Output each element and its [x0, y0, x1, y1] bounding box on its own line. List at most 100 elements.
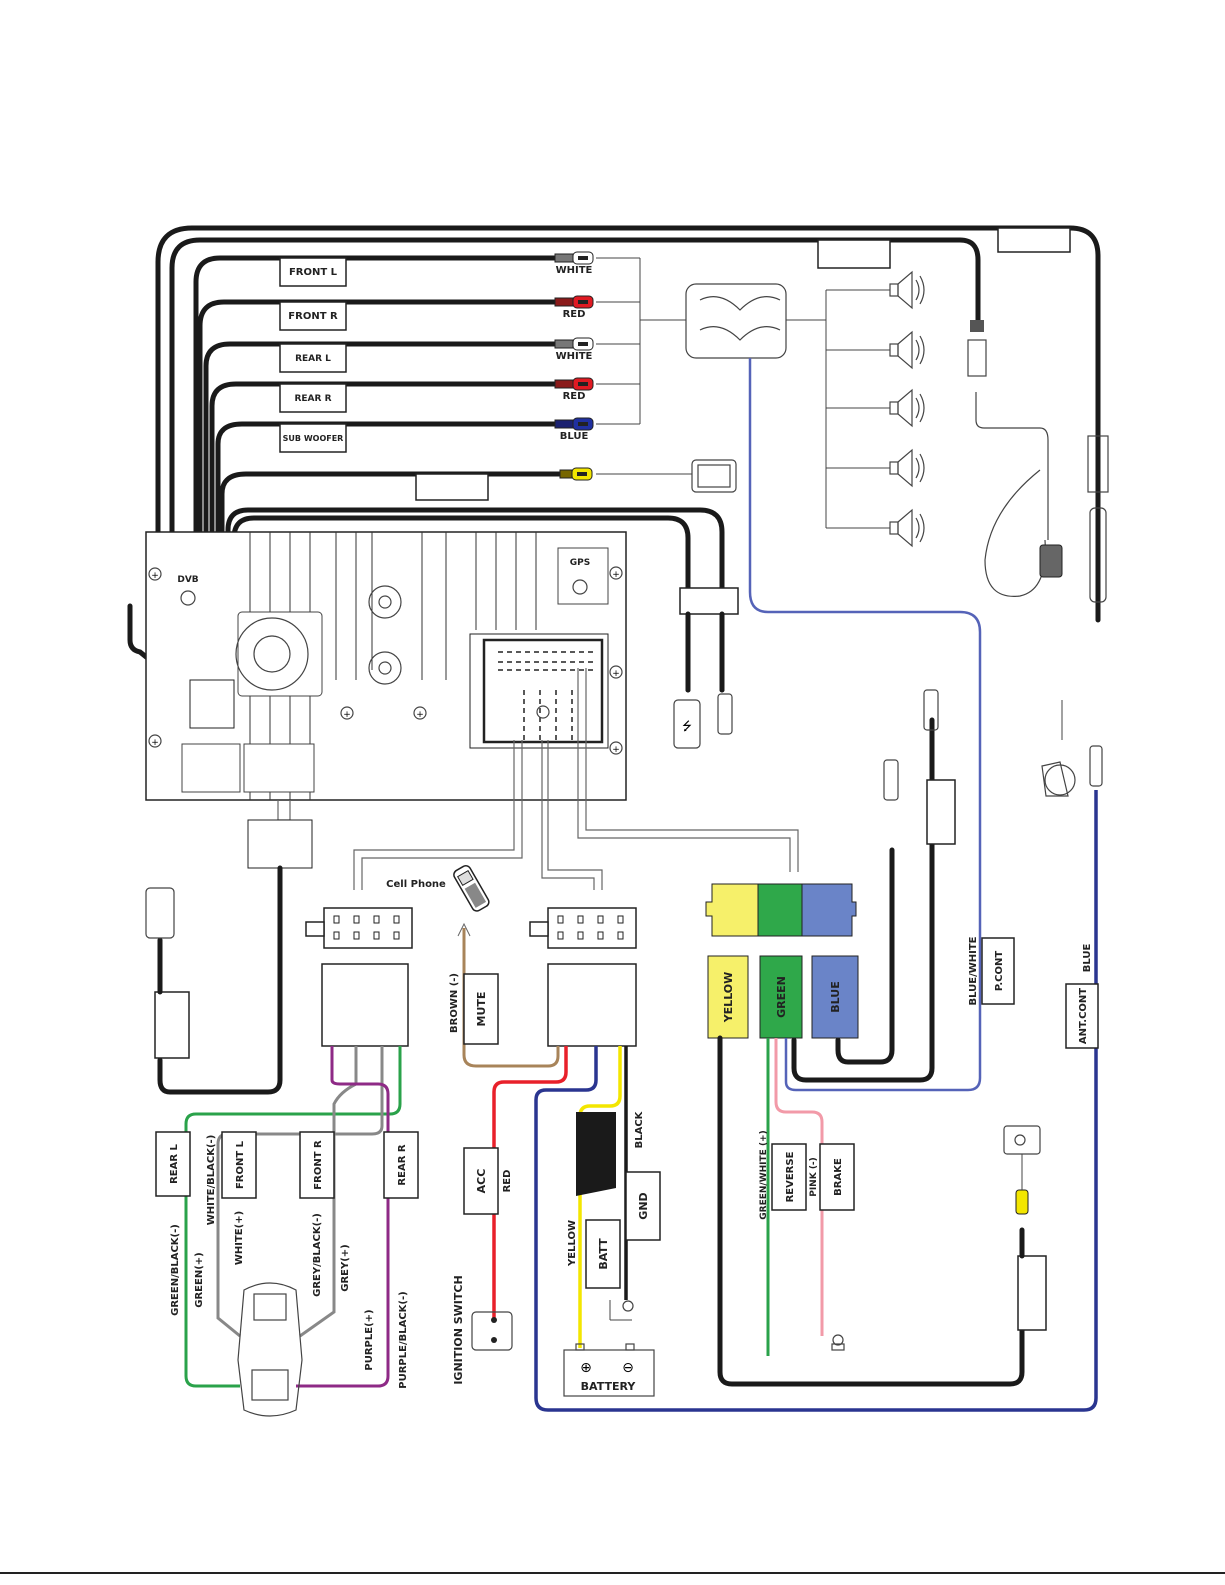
- wire-label: WHITE/BLACK(-): [206, 1135, 217, 1226]
- speaker-rear-l-label: REAR L: [169, 1143, 180, 1183]
- antcont-box: [1065, 983, 1099, 1049]
- rca-label: FRONT R: [288, 311, 338, 322]
- rca-label: SUB WOOFER: [283, 434, 344, 443]
- reverse-wire-label: GREEN/WHITE (+): [759, 1130, 769, 1219]
- steering-interface-box: [154, 991, 190, 1059]
- screw-icon: +: [148, 567, 162, 581]
- wire-label: GREY(+): [340, 1244, 351, 1292]
- batt-label: BATT: [597, 1238, 610, 1270]
- iso-plug-blue: [811, 955, 859, 1039]
- ignition-switch-icon: [471, 1311, 513, 1351]
- pcont-box: [981, 937, 1015, 1005]
- wire-label: PURPLE(+): [364, 1309, 375, 1370]
- speaker-rear-r-label: REAR R: [397, 1144, 408, 1185]
- usb-aux-tag: [679, 587, 739, 615]
- mute-label: MUTE: [475, 992, 488, 1027]
- svg-text:+: +: [612, 745, 620, 755]
- gps-antenna-cable-loop: [984, 469, 1046, 597]
- brake-switch-icon: [831, 1334, 845, 1351]
- mute-wire-label: BROWN (-): [449, 973, 460, 1033]
- speaker-icon: [826, 330, 925, 370]
- rca-front-l: FRONT L WHITE: [279, 251, 640, 287]
- gnd-label: GND: [637, 1192, 650, 1219]
- amplifier-icon: [685, 283, 787, 359]
- steering-control-plug: [247, 819, 313, 869]
- gnd-box: [625, 1171, 661, 1241]
- speaker-harness-plug: [321, 963, 409, 1047]
- camera-tag: [1017, 1255, 1047, 1331]
- rca-color-label: RED: [563, 309, 586, 320]
- video-output: [559, 459, 737, 493]
- av-jack-icon: [883, 759, 899, 801]
- av-jack-icon: [923, 689, 939, 731]
- wire-label: PURPLE/BLACK(-): [398, 1291, 409, 1388]
- aux-jack-icon: [717, 693, 733, 735]
- batt-wire-label: YELLOW: [567, 1220, 578, 1267]
- pcont-wire-label: BLUE/WHITE: [968, 936, 979, 1005]
- speaker-front-l-box: [221, 1131, 257, 1199]
- av-input-tag: [926, 779, 956, 845]
- screw-icon: +: [413, 706, 427, 720]
- mount-hole-icon: [368, 585, 402, 619]
- screw-icon: +: [148, 734, 162, 748]
- speaker-front-r-label: FRONT R: [313, 1140, 324, 1190]
- batt-box: [585, 1219, 621, 1289]
- dvb-port-icon: [180, 590, 196, 606]
- radio-antenna-connector: [1087, 435, 1109, 603]
- rca-output-group: FRONT L WHITE FRONT R RED REAR L WHITE: [279, 251, 686, 453]
- top-wire-bundle: [127, 225, 1101, 693]
- dvb-port-label: DVB: [177, 575, 198, 585]
- power-wiring: [492, 790, 1098, 1412]
- mute-box: [463, 973, 499, 1045]
- svg-text:+: +: [151, 738, 159, 748]
- speaker-front-r-box: [299, 1131, 335, 1199]
- car-icon: [237, 1282, 303, 1417]
- speaker-rear-l-box: [155, 1131, 191, 1197]
- reverse-label: REVERSE: [785, 1151, 796, 1202]
- iso-connector-female-left: [305, 907, 413, 949]
- svg-text:⊖: ⊖: [622, 1360, 634, 1376]
- svg-text:⊕: ⊕: [580, 1360, 592, 1376]
- video-out-tag: [415, 473, 489, 501]
- top-wire-tag-2: [997, 227, 1071, 253]
- monitor-icon: [691, 459, 737, 493]
- screw-icon: +: [340, 706, 354, 720]
- camera-icon: [1003, 1125, 1041, 1155]
- usb-symbol: ⭍: [682, 719, 692, 733]
- ground-icon: [609, 1300, 634, 1321]
- aux-port-left: [181, 743, 241, 793]
- pcont-label: P.CONT: [994, 951, 1005, 992]
- gps-port-icon: [572, 579, 588, 595]
- rca-rear-r: REAR R RED: [279, 377, 640, 413]
- rca-front-r: FRONT R RED: [279, 295, 640, 331]
- rca-subwoofer: SUB WOOFER BLUE: [279, 417, 640, 453]
- cell-phone-label: Cell Phone: [386, 879, 446, 890]
- speaker-icon: [826, 508, 925, 548]
- amplifier: [685, 283, 827, 528]
- wire-label: GREY/BLACK(-): [312, 1213, 323, 1297]
- screw-icon: +: [609, 566, 623, 580]
- screw-icon: +: [609, 665, 623, 679]
- reverse-box: [771, 1143, 807, 1211]
- brake-wire-label: PINK (-): [809, 1157, 819, 1197]
- gps-port-label: GPS: [570, 558, 590, 568]
- fan-icon: [235, 617, 309, 691]
- iso-plug-blue-label: BLUE: [829, 981, 842, 1012]
- gps-plug-icon: [967, 339, 987, 377]
- svg-text:+: +: [416, 710, 424, 720]
- screw-icon: +: [609, 741, 623, 755]
- rca-label: REAR L: [295, 354, 331, 364]
- speaker-rear-r-box: [383, 1131, 419, 1199]
- rca-color-label: BLUE: [560, 431, 589, 442]
- wire-label: GREEN(+): [194, 1252, 205, 1307]
- rca-color-label: WHITE: [556, 351, 593, 362]
- antcont-label: ANT.CONT: [1078, 988, 1089, 1044]
- ignition-switch-label: IGNITION SWITCH: [452, 1275, 465, 1384]
- top-wire-tag-1: [817, 239, 891, 269]
- camera-rca-plug: [1015, 1189, 1029, 1215]
- speaker-front-l-label: FRONT L: [235, 1140, 246, 1189]
- rca-label: FRONT L: [289, 267, 338, 278]
- head-unit: DVB GPS + + + + + + +: [145, 531, 627, 801]
- connector-guide-lines: [277, 668, 799, 890]
